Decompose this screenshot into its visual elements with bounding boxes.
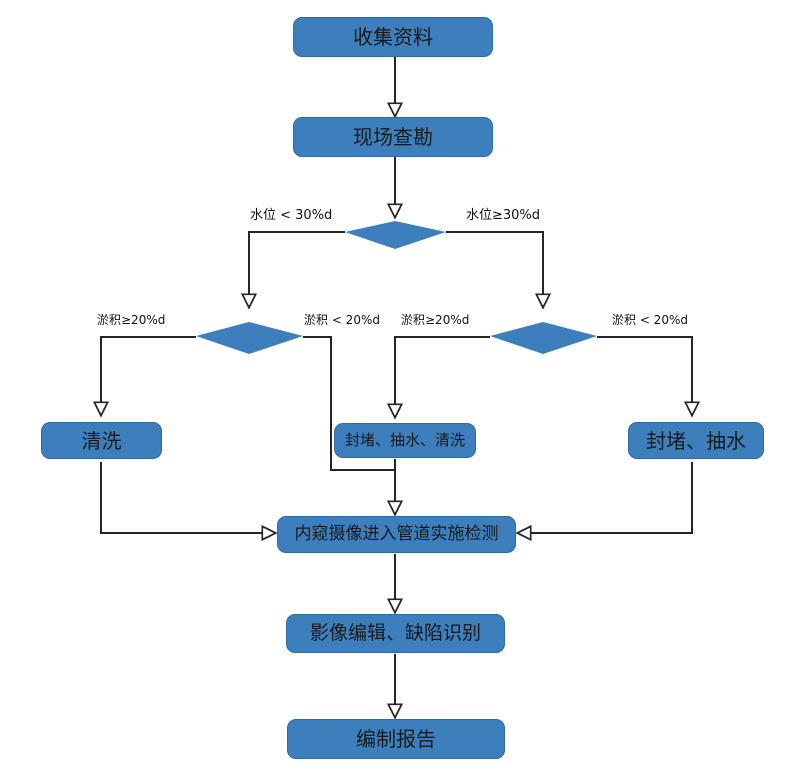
node-seal-pump-wash[interactable]: 封堵、抽水、清洗 [334, 423, 476, 458]
node-compile-report[interactable]: 编制报告 [287, 719, 505, 759]
edge-wash-cctv [100, 462, 276, 533]
edge-label-silt-right-lt: 淤积 < 20%d [612, 313, 688, 327]
node-cctv-inspection-label: 内窥摄像进入管道实施检测 [294, 524, 499, 544]
node-video-edit-defect[interactable]: 影像编辑、缺陷识别 [286, 614, 505, 653]
node-site-survey[interactable]: 现场查勘 [293, 117, 493, 157]
node-seal-pump[interactable]: 封堵、抽水 [628, 422, 764, 459]
edge-label-water-ge: 水位≥30%d [466, 208, 541, 223]
edge-sealpump-cctv [517, 462, 693, 533]
edge-dsiltl-wash [101, 336, 196, 416]
edge-dwater-right [446, 231, 543, 308]
edge-label-silt-right-ge: 淤积≥20%d [401, 313, 470, 327]
node-cctv-inspection[interactable]: 内窥摄像进入管道实施检测 [277, 516, 516, 553]
node-collect-data[interactable]: 收集资料 [293, 17, 493, 57]
edge-dsiltr-sealpumpwash [395, 336, 490, 418]
edge-label-silt-left-ge: 淤积≥20%d [97, 313, 166, 327]
node-video-edit-defect-label: 影像编辑、缺陷识别 [309, 622, 481, 644]
node-compile-report-label: 编制报告 [356, 727, 436, 751]
decision-silt-right[interactable] [490, 322, 597, 354]
node-wash-label: 清洗 [81, 428, 122, 453]
edge-dsiltl-cctv [303, 336, 395, 471]
node-seal-pump-label: 封堵、抽水 [646, 428, 746, 453]
edge-label-water-lt: 水位 < 30%d [250, 208, 333, 223]
node-seal-pump-wash-label: 封堵、抽水、清洗 [344, 431, 465, 449]
edge-label-silt-left-lt: 淤积 < 20%d [304, 313, 380, 327]
node-collect-data-label: 收集资料 [353, 25, 433, 49]
edge-dwater-left [249, 231, 345, 308]
edge-dsiltr-sealpump [597, 336, 692, 416]
node-wash[interactable]: 清洗 [41, 422, 162, 459]
decision-water-level[interactable] [345, 221, 446, 249]
decision-silt-left[interactable] [196, 322, 303, 354]
node-site-survey-label: 现场查勘 [353, 125, 433, 149]
